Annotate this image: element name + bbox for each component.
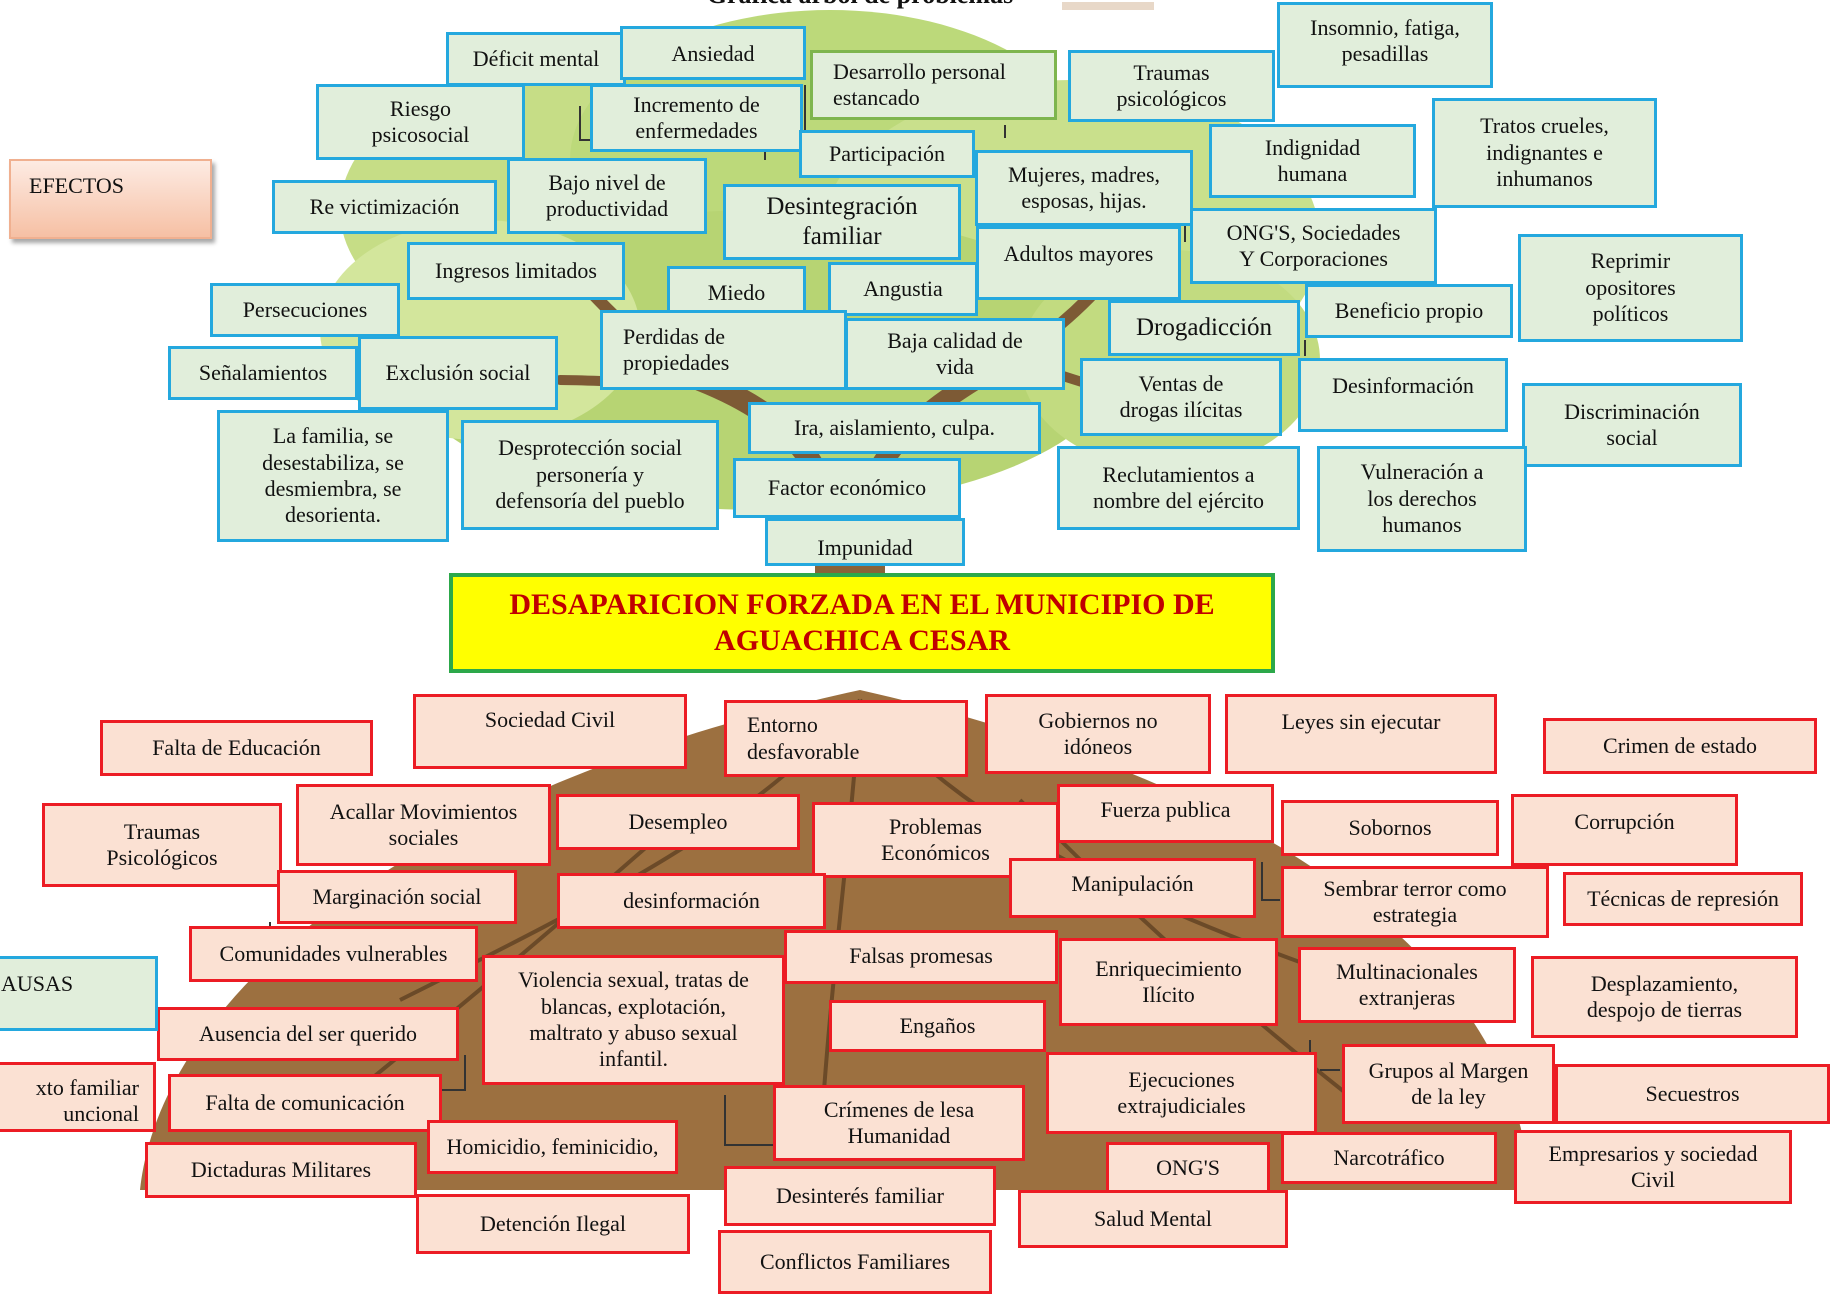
- cause-box: Corrupción: [1511, 794, 1738, 866]
- cause-box: ONG'S: [1106, 1142, 1270, 1194]
- effect-box: Persecuciones: [210, 283, 400, 337]
- cause-box: Problemas Económicos: [812, 802, 1059, 878]
- effect-box: Reclutamientos a nombre del ejército: [1057, 446, 1300, 530]
- effect-box: Ventas de drogas ilícitas: [1080, 358, 1282, 436]
- cause-box: Fuerza publica: [1057, 784, 1274, 843]
- cause-box: Falta de comunicación: [168, 1074, 442, 1132]
- effect-box: Riesgo psicosocial: [316, 84, 525, 160]
- cause-box: Ejecuciones extrajudiciales: [1046, 1052, 1317, 1134]
- cause-box: Engaños: [829, 1000, 1046, 1052]
- causes-side-label: AUSAS: [0, 956, 158, 1031]
- cause-box: Conflictos Familiares: [718, 1230, 992, 1294]
- cause-box: Técnicas de represión: [1563, 872, 1803, 926]
- cause-box: Acallar Movimientos sociales: [296, 784, 551, 866]
- cause-box: Violencia sexual, tratas de blancas, exp…: [482, 955, 785, 1085]
- effect-box: Desarrollo personal estancado: [810, 50, 1057, 120]
- cause-box: Multinacionales extranjeras: [1298, 947, 1516, 1023]
- effect-box: Exclusión social: [358, 336, 558, 410]
- cause-box: desinformación: [557, 873, 826, 929]
- effect-box: Bajo nivel de productividad: [507, 158, 707, 234]
- cause-box: Secuestros: [1555, 1064, 1830, 1124]
- central-problem: DESAPARICION FORZADA EN EL MUNICIPIO DE …: [449, 573, 1275, 673]
- effect-box: Vulneración a los derechos humanos: [1317, 446, 1527, 552]
- effect-box: Perdidas de propiedades: [600, 310, 847, 390]
- effect-box: Desprotección social personería y defens…: [461, 420, 719, 530]
- effect-box: Ansiedad: [620, 26, 806, 80]
- effect-box: Discriminación social: [1522, 383, 1742, 467]
- effect-box: Beneficio propio: [1305, 284, 1513, 338]
- cause-box: Traumas Psicológicos: [42, 803, 282, 887]
- cause-box: Enriquecimiento Ilícito: [1059, 938, 1278, 1026]
- cause-box: Desplazamiento, despojo de tierras: [1531, 956, 1798, 1038]
- cause-box: Sobornos: [1281, 800, 1499, 856]
- effect-box: Mujeres, madres, esposas, hijas.: [975, 150, 1193, 226]
- cause-box: Entorno desfavorable: [724, 700, 968, 777]
- effect-box: Miedo: [667, 266, 806, 320]
- logo-fragment: [1062, 2, 1154, 10]
- effect-box: Drogadicción: [1108, 300, 1300, 356]
- effect-box: Insomnio, fatiga, pesadillas: [1277, 2, 1493, 88]
- cause-box: Crímenes de lesa Humanidad: [773, 1085, 1025, 1161]
- cause-box: Desinterés familiar: [724, 1166, 996, 1226]
- cause-box: Comunidades vulnerables: [189, 926, 478, 982]
- cause-box: Empresarios y sociedad Civil: [1514, 1130, 1792, 1204]
- cause-box: Manipulación: [1009, 858, 1256, 918]
- effect-box: Baja calidad de vida: [845, 318, 1065, 390]
- cause-box: Marginación social: [277, 870, 517, 924]
- cause-box: Dictaduras Militares: [145, 1142, 417, 1198]
- cause-box: Ausencia del ser querido: [157, 1007, 459, 1061]
- effect-box: Indignidad humana: [1209, 124, 1416, 198]
- effect-box: Factor económico: [733, 458, 961, 518]
- cause-box: Desempleo: [556, 794, 800, 850]
- effect-box: Impunidad: [765, 518, 965, 566]
- cause-box: Narcotráfico: [1281, 1132, 1497, 1184]
- cause-box: Gobiernos no idóneos: [985, 694, 1211, 774]
- cause-box: Detención Ilegal: [416, 1194, 690, 1254]
- cause-box: Leyes sin ejecutar: [1225, 694, 1497, 774]
- effect-box: ONG'S, Sociedades Y Corporaciones: [1190, 208, 1437, 284]
- effect-box: Angustia: [828, 262, 978, 316]
- effect-box: Ira, aislamiento, culpa.: [748, 402, 1041, 454]
- effect-box: Desintegración familiar: [723, 184, 961, 260]
- cause-box-cropped: xto familiar uncional: [0, 1062, 156, 1132]
- effect-box: La familia, se desestabiliza, se desmiem…: [217, 410, 449, 542]
- effect-box: Reprimir opositores políticos: [1518, 234, 1743, 342]
- cause-box: Salud Mental: [1018, 1190, 1288, 1248]
- cause-box: Homicidio, feminicidio,: [427, 1120, 678, 1174]
- cause-box: Grupos al Margen de la ley: [1342, 1044, 1555, 1124]
- effect-box: Participación: [799, 130, 975, 178]
- effect-box: Ingresos limitados: [407, 242, 625, 300]
- effects-side-label: EFECTOS: [9, 159, 212, 239]
- cause-box: Falta de Educación: [100, 720, 373, 776]
- effect-box: Traumas psicológicos: [1068, 50, 1275, 122]
- effect-box: Adultos mayores: [976, 226, 1181, 300]
- cause-box: Sociedad Civil: [413, 694, 687, 769]
- effect-box: Tratos crueles, indignantes e inhumanos: [1432, 98, 1657, 208]
- effect-box: Incremento de enfermedades: [590, 84, 803, 152]
- cause-box-cropped-text: xto familiar uncional: [35, 1075, 139, 1127]
- effect-box: Señalamientos: [168, 346, 358, 400]
- cause-box: Falsas promesas: [784, 930, 1058, 984]
- diagram-title: Grafica arbol de problemas: [640, 0, 1080, 14]
- effect-box: Re victimización: [272, 180, 497, 234]
- cause-box: Sembrar terror como estrategia: [1281, 866, 1549, 938]
- cause-box: Crimen de estado: [1543, 718, 1817, 774]
- effect-box: Déficit mental: [446, 32, 626, 86]
- effect-box: Desinformación: [1298, 358, 1508, 432]
